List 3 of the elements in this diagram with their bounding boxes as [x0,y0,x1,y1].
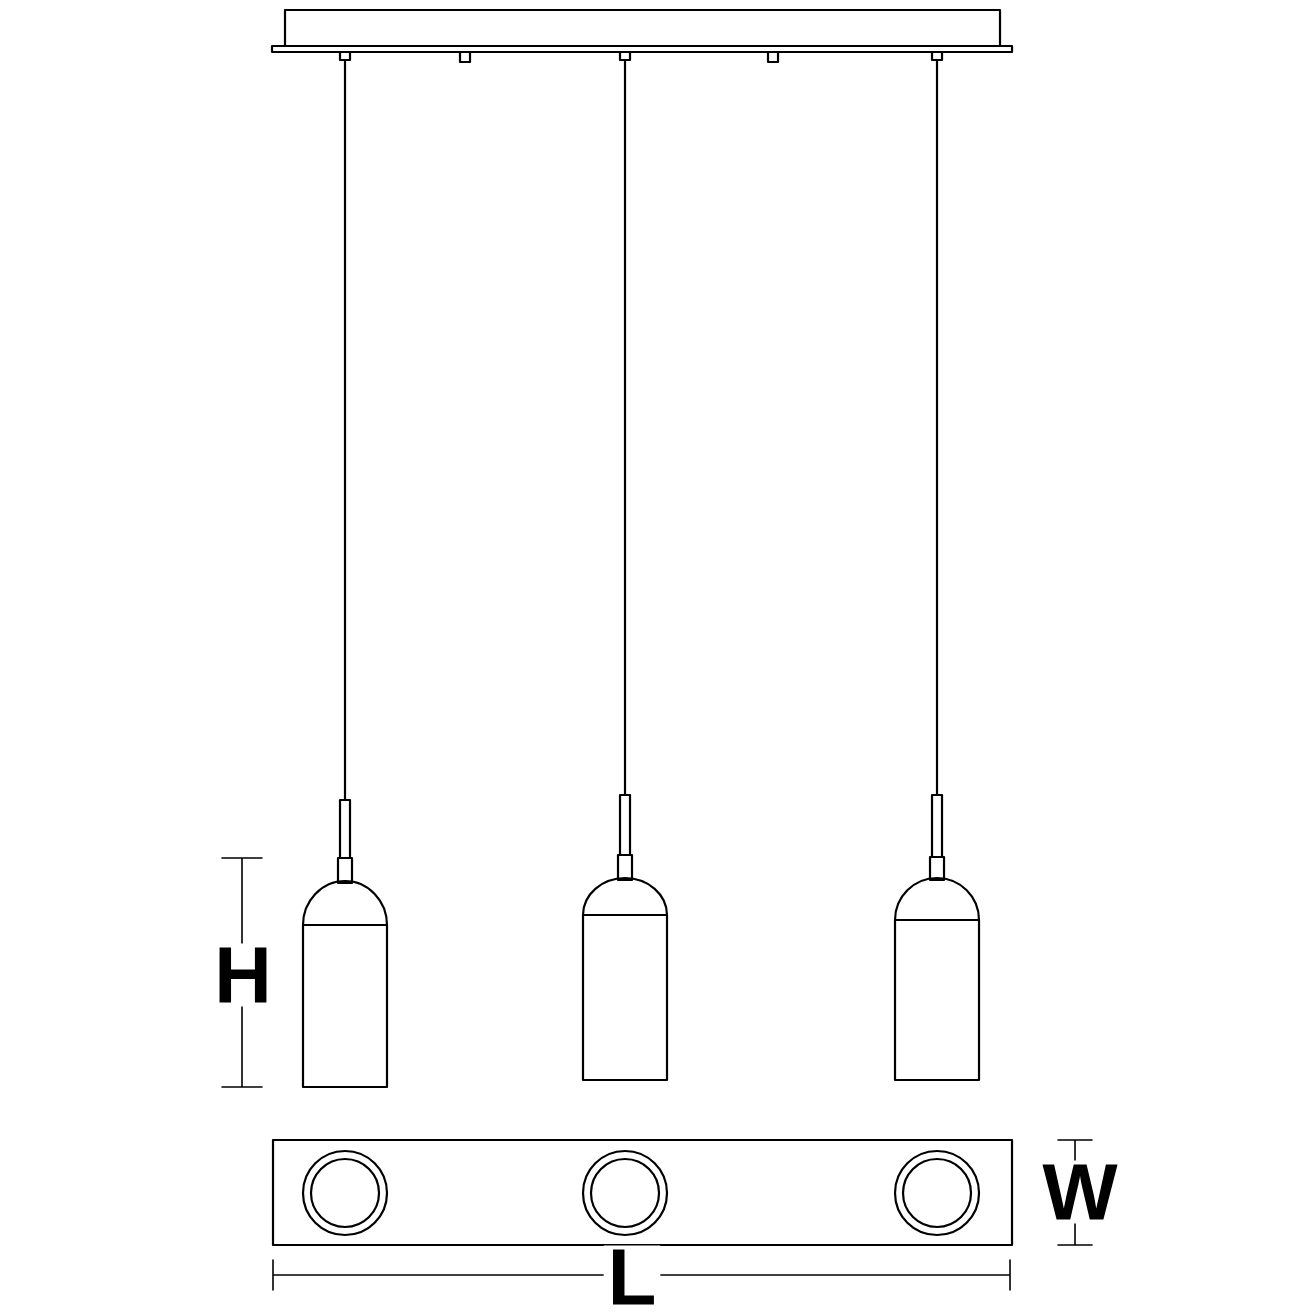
dimension-label: W [1038,1160,1122,1224]
dimension-label: H [210,943,276,1007]
dimension-label: L [603,1245,661,1309]
